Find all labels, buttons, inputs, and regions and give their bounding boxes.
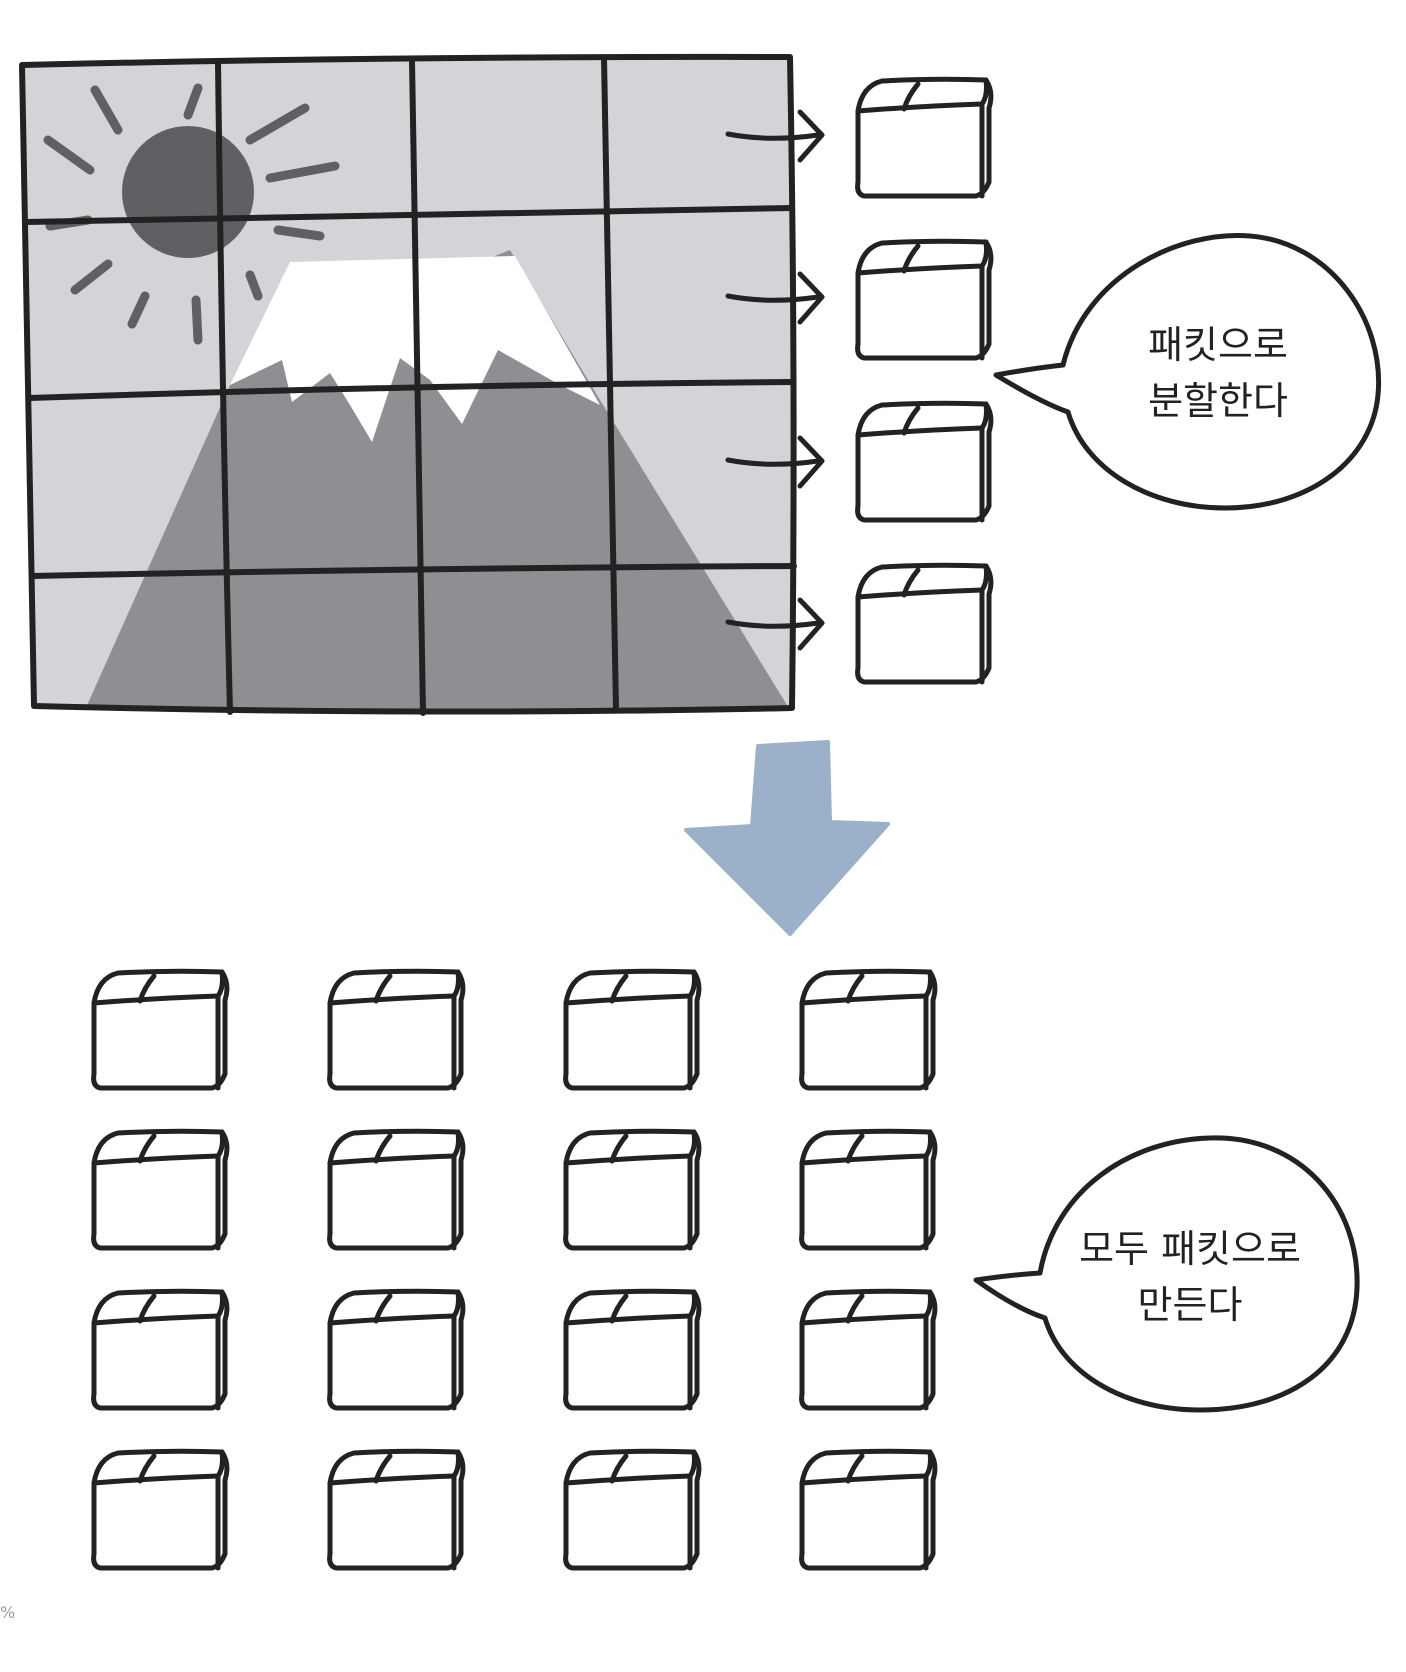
bubble-bottom-line1: 모두 패킷으로 [1079,1227,1301,1271]
split-image [19,53,797,716]
image-grid-lines [19,53,797,716]
speech-bubble-bottom: 모두 패킷으로 만든다 [973,1135,1360,1413]
packet-box-icon [563,968,702,1091]
bubble-top-line2: 분할한다 [1148,379,1288,423]
packet-box-icon [327,1288,466,1411]
packet-box-icon [799,968,938,1091]
packet-box-icon [855,238,994,361]
packet-box-icon [327,968,466,1091]
packet-arrows [725,109,825,651]
packet-box-icon [855,400,994,523]
packet-box-icon [91,1128,230,1251]
packet-box-icon [799,1288,938,1411]
packet-box-icon [563,1448,702,1571]
packet-box-icon [91,968,230,1091]
speech-bubble-top: 패킷으로 분할한다 [993,232,1382,511]
packet-box-icon [799,1448,938,1571]
packet-box-icon [563,1128,702,1251]
packet-box-icon [327,1448,466,1571]
packet-box-icon [855,76,994,199]
arrow-right-icon [725,435,825,489]
bubble-top-line1: 패킷으로 [1148,323,1288,367]
packet-box-icon [91,1448,230,1571]
arrow-right-icon [725,271,825,325]
down-arrow-icon [684,740,890,936]
packet-column [855,76,994,685]
packet-box-icon [855,562,994,685]
arrow-right-icon [725,597,825,651]
packet-grid [91,968,938,1571]
packet-box-icon [563,1288,702,1411]
arrow-right-icon [725,109,825,163]
bubble-bottom-line2: 만든다 [1138,1283,1243,1327]
packet-box-icon [327,1128,466,1251]
packet-box-icon [91,1288,230,1411]
packet-box-icon [799,1128,938,1251]
corner-mark: % [0,1603,15,1622]
